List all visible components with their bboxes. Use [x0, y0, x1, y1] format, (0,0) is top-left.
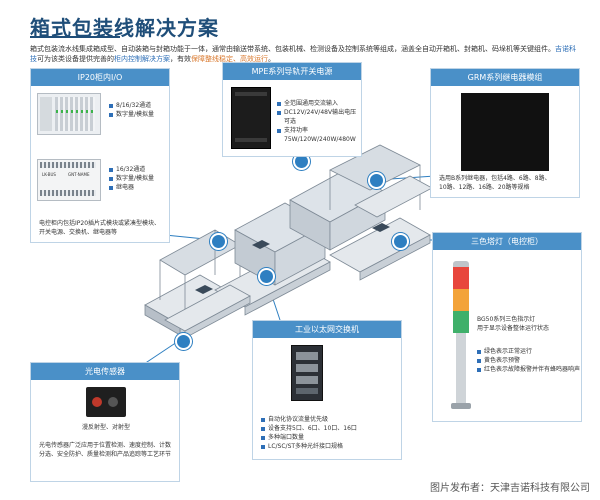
tower-bullet: 绿色表示正常运行	[477, 347, 581, 356]
tower-bullet: 黄色表示预警	[477, 356, 581, 365]
mpe-bullet: 全范围通用交流输入	[277, 99, 361, 108]
mpe-bullet: DC12V/24V/48V输出电压可选	[277, 108, 361, 126]
sensor-desc: 光电传感器广泛应用于位置检测、速度控制、计数 分选、安全防护、质量检测和产品追踪…	[39, 441, 179, 459]
mpe-bullets: 全范围通用交流输入 DC12V/24V/48V输出电压可选 支持功率75W/12…	[277, 99, 361, 144]
panel-grm-header: GRM系列继电器模组	[431, 69, 579, 86]
title-underline	[30, 36, 120, 38]
panel-switch: 工业以太网交换机 自动化协议流量优先级 设备支持5口、6口、10口、16口 多种…	[252, 320, 402, 460]
module-label: LK-BUS	[42, 172, 56, 177]
hotspot-grm[interactable]	[368, 172, 385, 189]
ethernet-switch-image	[291, 345, 323, 401]
panel-sensor: 光电传感器 漫反射型、对射型 光电传感器广泛应用于位置检测、速度控制、计数 分选…	[30, 362, 180, 482]
intro-part2: 可为该类设备提供完善的	[37, 55, 114, 63]
tower-bullets: 绿色表示正常运行 黄色表示预警 红色表示故障报警并伴有蜂鸣器响声	[477, 347, 581, 374]
panel-mpe: MPE系列导轨开关电源 全范围通用交流输入 DC12V/24V/48V输出电压可…	[222, 62, 362, 157]
panel-sensor-header: 光电传感器	[31, 363, 179, 380]
footer-credit: 图片发布者：天津吉诺科技有限公司	[430, 483, 590, 494]
power-supply-image	[231, 87, 271, 149]
hotspot-switch[interactable]	[258, 268, 275, 285]
module2-bullet: 继电器	[109, 183, 154, 192]
compact-module-image: LK-BUS GNT·NAME	[37, 159, 101, 201]
hotspot-tower[interactable]	[392, 233, 409, 250]
mpe-bullet: 支持功率75W/120W/240W/480W	[277, 126, 361, 144]
module2-bullet: 数字量/模拟量	[109, 174, 154, 183]
ip20-desc-line1: 电控柜内包括IP20插片式模块或紧凑型模块、	[39, 220, 161, 227]
panel-ip20-header: IP20柜内I/O	[31, 69, 169, 86]
switch-bullet: 自动化协议流量优先级	[261, 415, 401, 424]
sensor-desc-line2: 分选、安全防护、质量检测和产品追踪等工艺环节	[39, 451, 172, 458]
ip20-desc: 电控柜内包括IP20插片式模块或紧凑型模块、 开关电源、交换机、继电器等	[39, 219, 167, 237]
panel-ip20: IP20柜内I/O 8/16/32通道 数字量/模拟量 LK-BUS GNT·N…	[30, 68, 170, 243]
panel-tower: 三色塔灯（电控柜） BG50系列三色指示灯 用于显示设备整体运行状态 绿色表示正…	[432, 232, 582, 422]
switch-bullet: 多种端口数量	[261, 433, 401, 442]
ip20-desc-line2: 开关电源、交换机、继电器等	[39, 229, 118, 236]
sensor-caption: 漫反射型、对射型	[81, 424, 130, 431]
grm-desc-line2: 10路、12路、16路、20路等规格	[439, 184, 530, 191]
io-module-image	[37, 93, 101, 135]
intro-part6: 。	[268, 55, 275, 63]
intro-text: 箱式包装流水线集成箱成型、自动装箱与封箱功能于一体，通常由输送带系统、包装机械、…	[30, 44, 578, 64]
intro-part3: 柜内控制解决方案	[114, 55, 170, 63]
relay-module-image	[461, 93, 549, 171]
module2-bullets: 16/32通道 数字量/模拟量 继电器	[109, 165, 154, 192]
module2-bullet: 16/32通道	[109, 165, 154, 174]
tower-desc: BG50系列三色指示灯 用于显示设备整体运行状态	[477, 315, 581, 333]
tower-desc-line1: BG50系列三色指示灯	[477, 316, 536, 323]
intro-part1: 箱式包装流水线集成箱成型、自动装箱与封箱功能于一体，通常由输送带系统、包装机械、…	[30, 45, 555, 53]
intro-part5: 保障整线稳定、高效运行	[191, 55, 268, 63]
module1-bullet: 数字量/模拟量	[109, 110, 154, 119]
hotspot-sensor[interactable]	[175, 333, 192, 350]
switch-bullets: 自动化协议流量优先级 设备支持5口、6口、10口、16口 多种端口数量 LC/S…	[261, 415, 401, 451]
switch-bullet: LC/SC/ST多种光纤接口规格	[261, 442, 401, 451]
intro-part4: ，有效	[170, 55, 191, 63]
sensor-desc-line1: 光电传感器广泛应用于位置检测、速度控制、计数	[39, 442, 172, 449]
hotspot-ip20[interactable]	[210, 233, 227, 250]
intro-brand: 吉诺科技	[30, 45, 576, 63]
panel-switch-header: 工业以太网交换机	[253, 321, 401, 338]
grm-desc: 选用B系列继电器，包括4路、6路、8路、 10路、12路、16路、20路等规格	[439, 174, 577, 192]
switch-bullet: 设备支持5口、6口、10口、16口	[261, 424, 401, 433]
panel-grm: GRM系列继电器模组 选用B系列继电器，包括4路、6路、8路、 10路、12路、…	[430, 68, 580, 198]
tower-light-image	[451, 261, 471, 411]
tower-bullet: 红色表示故障报警并伴有蜂鸣器响声	[477, 365, 581, 374]
module-name: GNT·NAME	[68, 172, 90, 177]
grm-desc-line1: 选用B系列继电器，包括4路、6路、8路、	[439, 175, 551, 182]
panel-mpe-header: MPE系列导轨开关电源	[223, 63, 361, 80]
tower-desc-line2: 用于显示设备整体运行状态	[477, 325, 550, 332]
panel-tower-header: 三色塔灯（电控柜）	[433, 233, 581, 250]
module1-bullet: 8/16/32通道	[109, 101, 154, 110]
module1-bullets: 8/16/32通道 数字量/模拟量	[109, 101, 154, 119]
photoelectric-sensor-image	[86, 387, 126, 417]
